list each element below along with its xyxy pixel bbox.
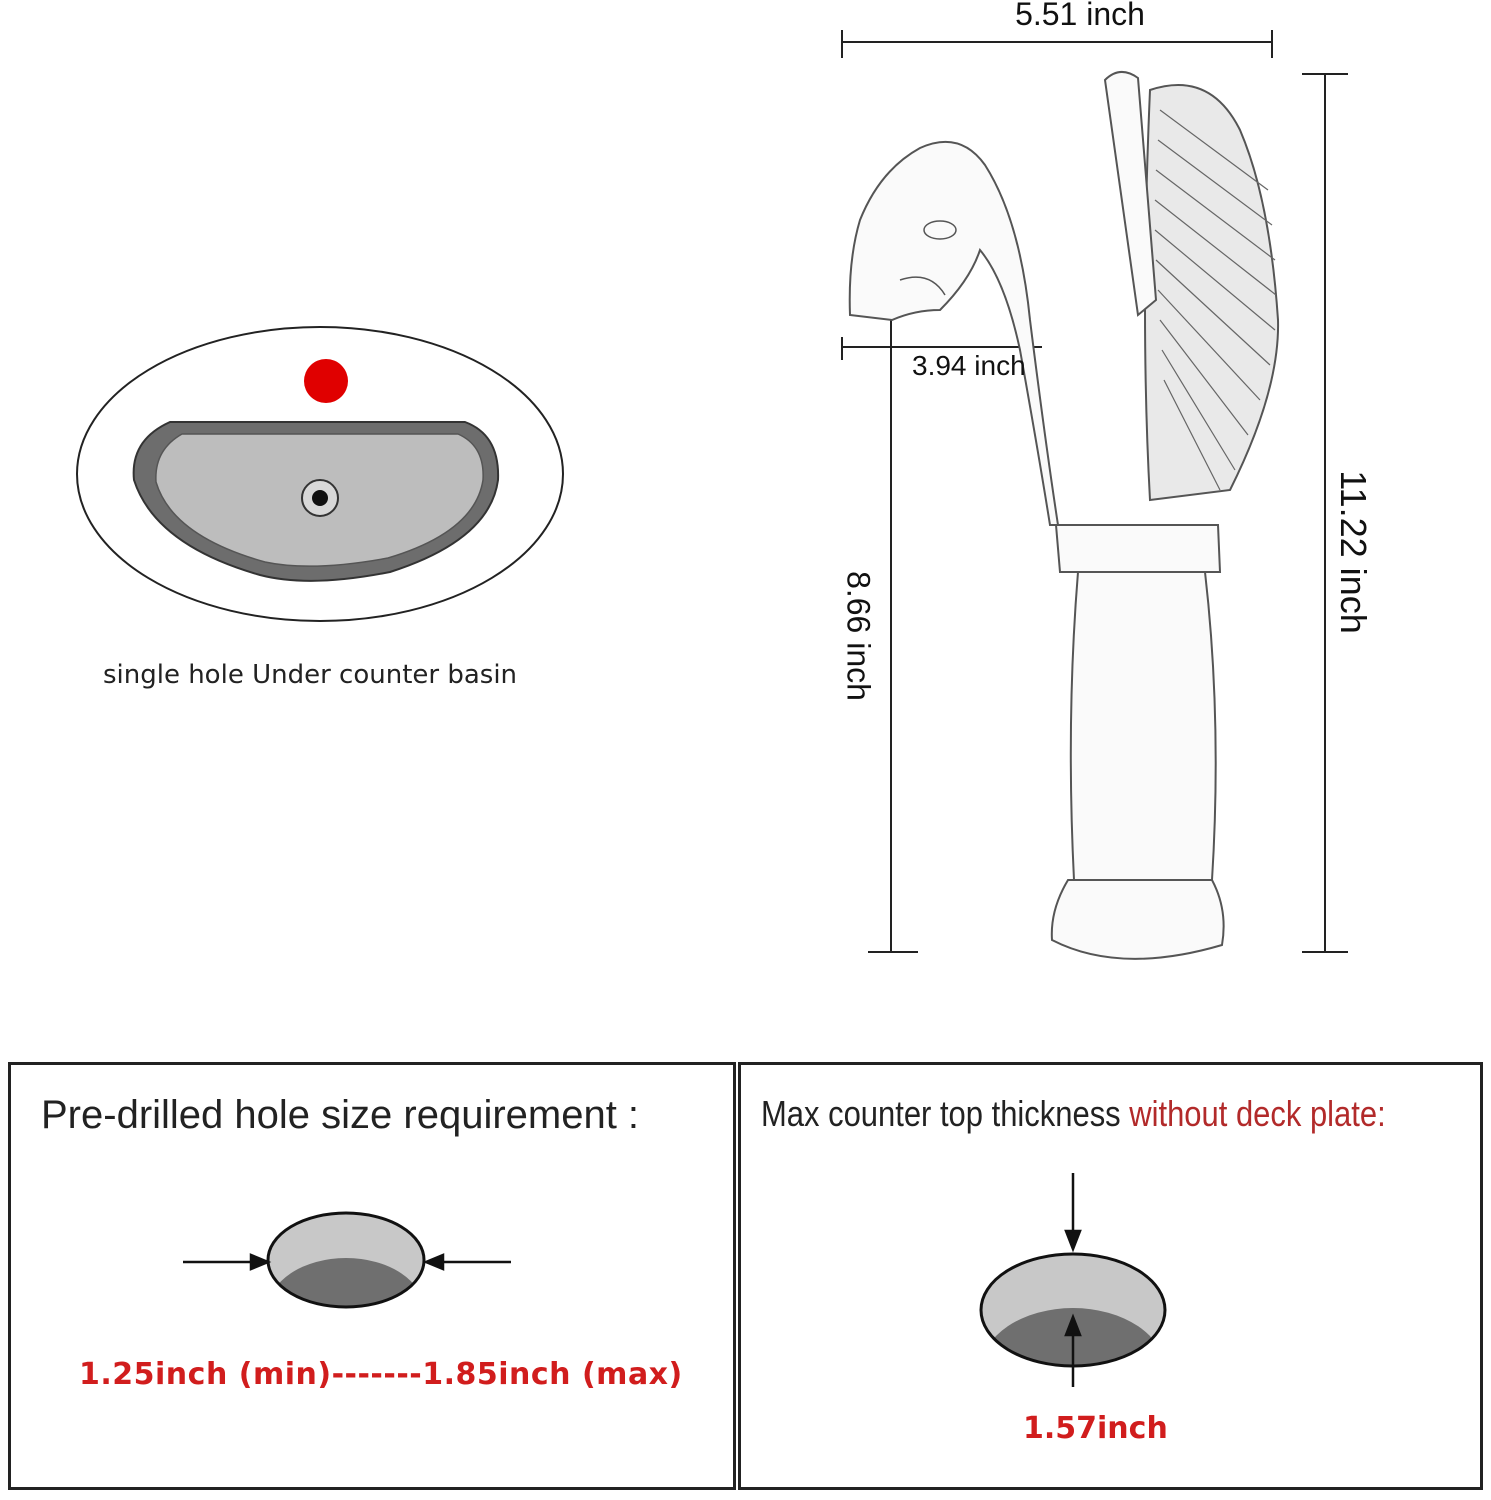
counter-thickness-value: 1.57inch [1023, 1411, 1168, 1446]
counter-thickness-title-main: Max counter top thickness [761, 1093, 1130, 1134]
reach-dimension-line [841, 337, 1042, 360]
faucet-body [848, 71, 1280, 960]
thickness-arrows-icon [1064, 1173, 1082, 1387]
hole-size-range: 1.25inch (min)-------1.85inch (max) [79, 1357, 683, 1392]
hole-arrows-icon [183, 1253, 511, 1271]
counter-thickness-title: Max counter top thickness without deck p… [761, 1093, 1386, 1135]
hole-size-title: Pre-drilled hole size requirement : [41, 1093, 640, 1137]
hole-size-diagram [183, 1211, 511, 1309]
thickness-inner-shadow [981, 1308, 1165, 1366]
spout-height-dimension-label: 8.66 inch [840, 571, 877, 701]
hole-inner-shadow [268, 1258, 424, 1307]
hole-rim [266, 1211, 426, 1309]
width-dimension-line [841, 30, 1273, 58]
total-height-dimension-label: 11.22 inch [1333, 470, 1374, 634]
swan-head-detail [899, 220, 957, 296]
basin-caption: single hole Under counter basin [102, 660, 518, 690]
counter-thickness-panel: Max counter top thickness without deck p… [738, 1062, 1483, 1490]
swan-faucet-diagram [841, 30, 1348, 960]
spout-height-dimension-line [868, 318, 918, 953]
reach-dimension-label: 3.94 inch [912, 350, 1026, 381]
under-counter-basin-diagram [76, 326, 564, 622]
wing-feathers-texture [1154, 109, 1277, 491]
width-dimension-label: 5.51 inch [1015, 0, 1145, 32]
total-height-dimension-line [1302, 73, 1348, 953]
hole-size-panel: Pre-drilled hole size requirement : 1.25… [8, 1062, 736, 1490]
drain-center-icon [312, 490, 328, 506]
counter-thickness-diagram [979, 1173, 1167, 1387]
faucet-hole-marker-icon [304, 359, 348, 403]
counter-thickness-title-accent: without deck plate: [1129, 1093, 1386, 1134]
